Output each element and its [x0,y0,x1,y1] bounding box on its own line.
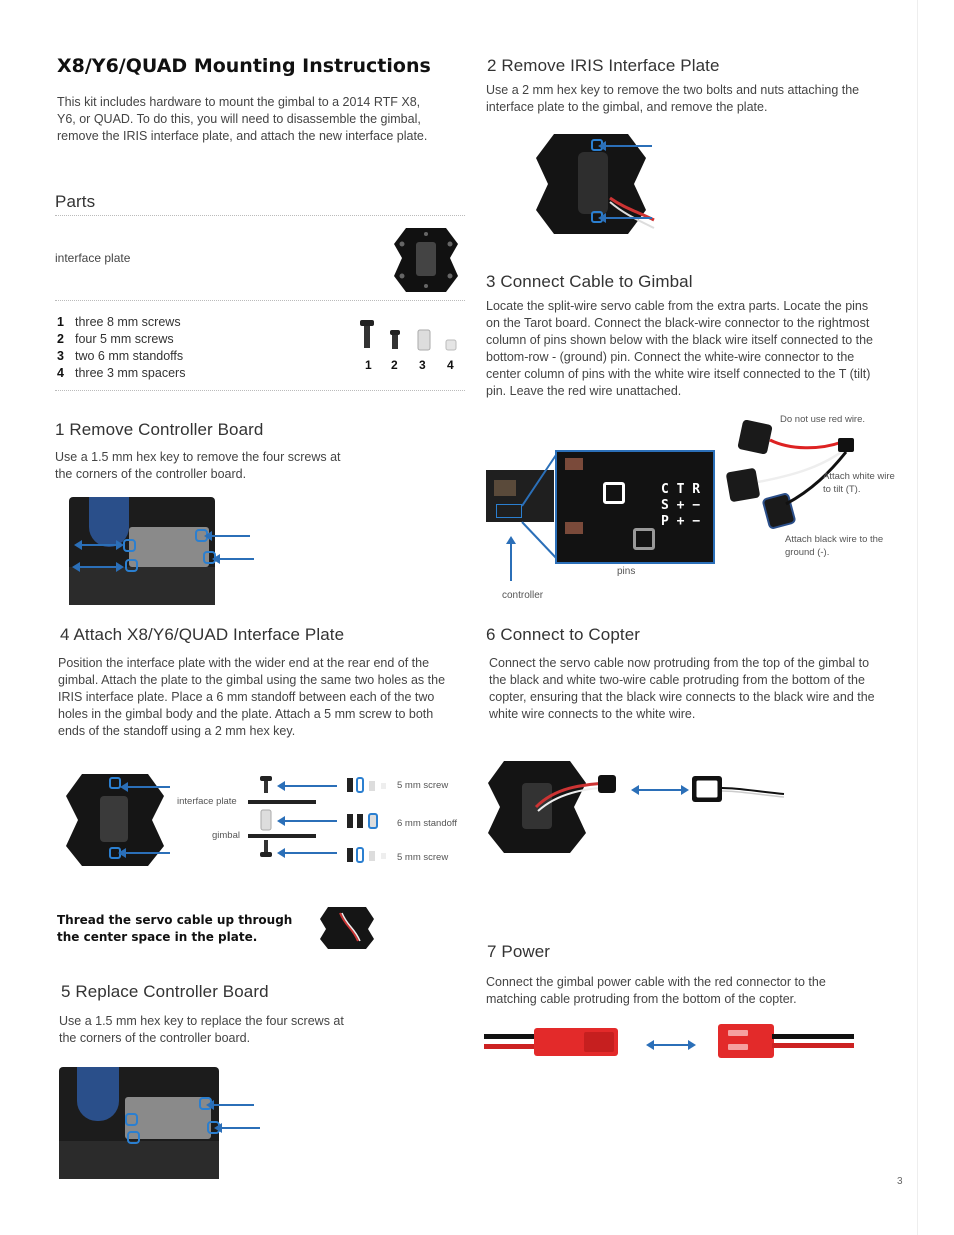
cable-thread-photo [320,907,374,949]
arrow-left-icon [212,554,254,564]
divider [55,390,465,391]
double-arrow-icon [646,1040,696,1050]
parts-heading: Parts [55,192,96,211]
gimbal-power-connector [484,1028,618,1056]
divider [55,300,465,301]
step3-heading: 3 Connect Cable to Gimbal [486,272,693,291]
arrow-left-icon [206,1100,254,1110]
divider [55,215,465,216]
zoom-lines [521,451,559,561]
screw-stack-image [260,776,272,857]
iris-plate-photo [536,134,655,234]
interface-plate-label: interface plate [55,251,131,265]
arrow-left-icon [214,1123,260,1133]
gimbal-cable-photo [488,761,616,853]
arrow-left-icon [118,848,170,858]
step3-text: Locate the split-wire servo cable from t… [486,299,874,398]
gimbal-bar [248,834,316,838]
interface-plate-image [394,228,458,292]
gimbal-plate-photo [66,774,164,866]
arrow-left-icon [277,848,337,858]
arrow-up-icon [506,536,516,581]
copter-cable-image [692,776,785,802]
intro-text: This kit includes hardware to mount the … [57,95,428,143]
parts-highlight-image [347,777,386,863]
step6-heading: 6 Connect to Copter [486,625,641,644]
black-wire-label: Attach black wire to the ground (-). [785,534,884,558]
step2-heading: 2 Remove IRIS Interface Plate [487,56,720,75]
step6-text: Connect the servo cable now protruding f… [489,656,875,721]
arrow-left-icon [598,141,652,151]
hardware-parts-image [360,320,457,351]
red-wire-label: Do not use red wire. [780,414,866,425]
step4-text: Position the interface plate with the wi… [58,656,446,738]
plate-bar [248,800,316,804]
step7-text: Connect the gimbal power cable with the … [486,975,826,1006]
screw-marker-icon [125,559,138,572]
pins-label: pins [617,566,636,577]
step7-heading: 7 Power [487,942,551,961]
arrow-left-icon [277,781,337,791]
page-title: X8/Y6/QUAD Mounting Instructions [57,55,431,77]
screw-marker-icon [127,1131,140,1144]
step1-heading: 1 Remove Controller Board [55,420,264,439]
arrow-left-icon [598,213,652,223]
controller-label: controller [502,590,544,601]
cable-note: Thread the servo cable up through the ce… [57,913,293,944]
standoff-label: 6 mm standoff [397,818,458,829]
arrow-left-icon [277,816,337,826]
step5-text: Use a 1.5 mm hex key to replace the four… [59,1014,344,1045]
gimbal-label: gimbal [212,830,240,841]
page-number: 3 [897,1176,903,1187]
pin-labels: C T R S + − P + − [661,482,701,529]
screw-marker-icon [123,539,136,552]
step1-text: Use a 1.5 mm hex key to remove the four … [55,450,341,481]
right-margin-line [917,0,918,1235]
step5-heading: 5 Replace Controller Board [61,982,269,1001]
arrow-right-icon [78,566,118,568]
copter-power-connector [718,1024,854,1058]
arrow-left-icon [204,531,250,541]
screw-label: 5 mm screw [397,852,449,863]
arrow-right-icon [80,544,118,546]
controller-board-photo [59,1067,220,1179]
screw-label: 5 mm screw [397,780,449,791]
step2-text: Use a 2 mm hex key to remove the two bol… [486,83,860,114]
arrow-left-icon [120,782,170,792]
step4-heading: 4 Attach X8/Y6/QUAD Interface Plate [60,625,345,644]
board-zoom-image: C T R S + − P + − [555,450,715,564]
servo-cable-image [726,420,854,529]
interface-plate-label: interface plate [177,796,237,807]
screw-marker-icon [125,1113,138,1126]
double-arrow-icon [631,785,689,795]
controller-board-photo [69,497,216,605]
white-wire-label: Attach white wire to tilt (T). [823,471,895,495]
controller-thumbnail [486,470,554,522]
